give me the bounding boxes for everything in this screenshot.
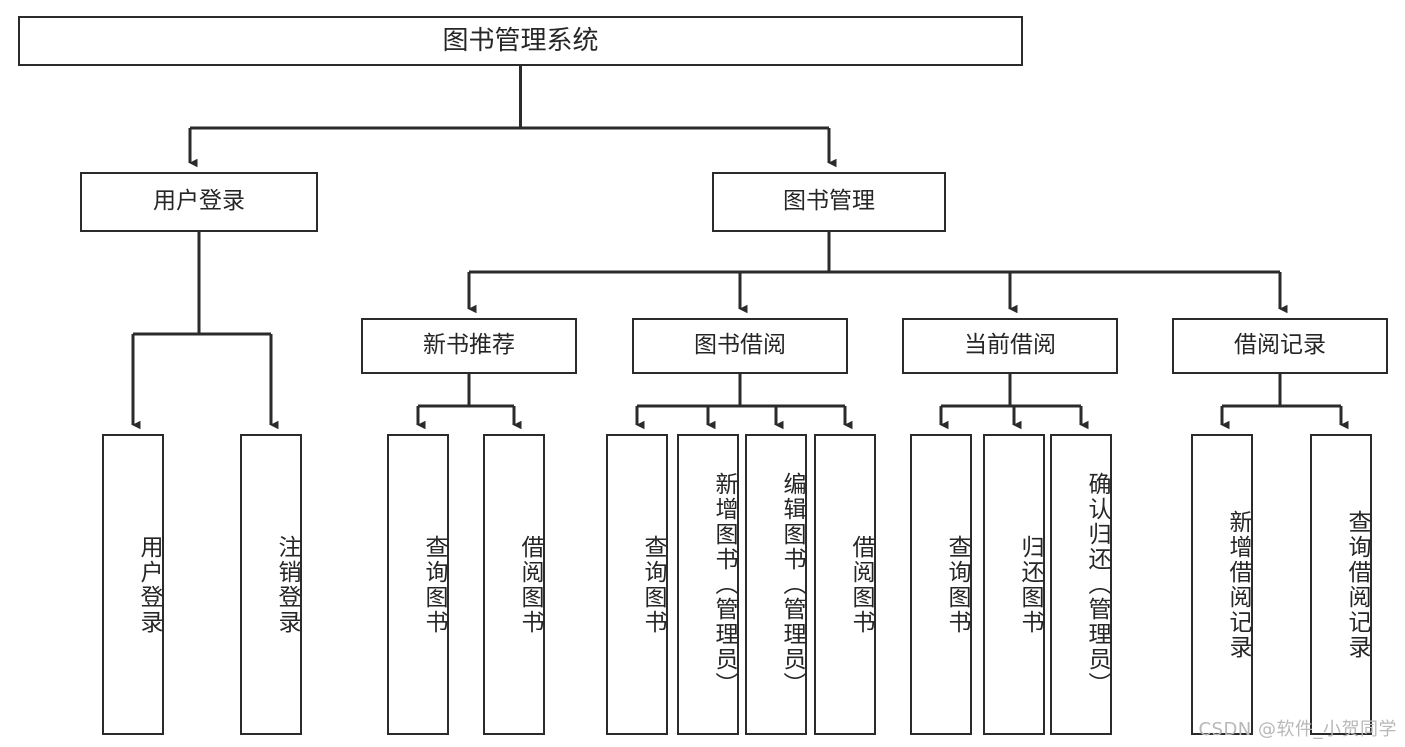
node-leaf-borrow-book-2-label: 借阅图书 [848, 534, 874, 635]
node-leaf-add-borrow-record[interactable]: 新增借阅记录 [1191, 434, 1253, 735]
node-book-borrow[interactable]: 图书借阅 [632, 318, 848, 374]
node-leaf-add-book-label: 新增图书（管理员） [711, 472, 737, 697]
node-leaf-logout[interactable]: 注销登录 [240, 434, 302, 735]
node-leaf-query-book-3-label: 查询图书 [944, 534, 970, 635]
node-leaf-query-book-2-label: 查询图书 [640, 534, 666, 635]
node-new-book-recommend[interactable]: 新书推荐 [361, 318, 577, 374]
node-leaf-edit-book[interactable]: 编辑图书（管理员） [745, 434, 807, 735]
node-leaf-user-login[interactable]: 用户登录 [102, 434, 164, 735]
node-root-label: 图书管理系统 [442, 25, 599, 56]
node-leaf-confirm-return[interactable]: 确认归还（管理员） [1050, 434, 1112, 735]
node-borrow-record-label: 借阅记录 [1234, 332, 1326, 359]
node-leaf-query-book-3[interactable]: 查询图书 [910, 434, 972, 735]
node-user-login[interactable]: 用户登录 [80, 172, 318, 232]
node-leaf-borrow-book-1-label: 借阅图书 [517, 534, 543, 635]
node-leaf-query-book-1-label: 查询图书 [421, 534, 447, 635]
node-leaf-query-book-2[interactable]: 查询图书 [606, 434, 668, 735]
node-book-manage[interactable]: 图书管理 [712, 172, 946, 232]
node-leaf-add-book[interactable]: 新增图书（管理员） [677, 434, 739, 735]
node-leaf-edit-book-label: 编辑图书（管理员） [779, 472, 805, 697]
node-book-borrow-label: 图书借阅 [694, 332, 786, 359]
node-borrow-record[interactable]: 借阅记录 [1172, 318, 1388, 374]
node-leaf-user-login-label: 用户登录 [136, 534, 162, 635]
node-leaf-return-book[interactable]: 归还图书 [983, 434, 1045, 735]
node-leaf-borrow-book-1[interactable]: 借阅图书 [483, 434, 545, 735]
node-current-borrow-label: 当前借阅 [964, 332, 1056, 359]
node-new-book-recommend-label: 新书推荐 [423, 332, 515, 359]
node-book-manage-label: 图书管理 [783, 188, 875, 215]
node-leaf-query-borrow-record-label: 查询借阅记录 [1344, 509, 1370, 660]
node-root-system[interactable]: 图书管理系统 [18, 16, 1023, 66]
node-leaf-add-borrow-record-label: 新增借阅记录 [1225, 509, 1251, 660]
node-leaf-borrow-book-2[interactable]: 借阅图书 [814, 434, 876, 735]
node-current-borrow[interactable]: 当前借阅 [902, 318, 1118, 374]
node-leaf-confirm-return-label: 确认归还（管理员） [1084, 472, 1110, 697]
node-leaf-return-book-label: 归还图书 [1017, 534, 1043, 635]
node-leaf-query-book-1[interactable]: 查询图书 [387, 434, 449, 735]
node-leaf-query-borrow-record[interactable]: 查询借阅记录 [1310, 434, 1372, 735]
node-user-login-label: 用户登录 [153, 188, 245, 215]
node-leaf-logout-label: 注销登录 [274, 534, 300, 635]
